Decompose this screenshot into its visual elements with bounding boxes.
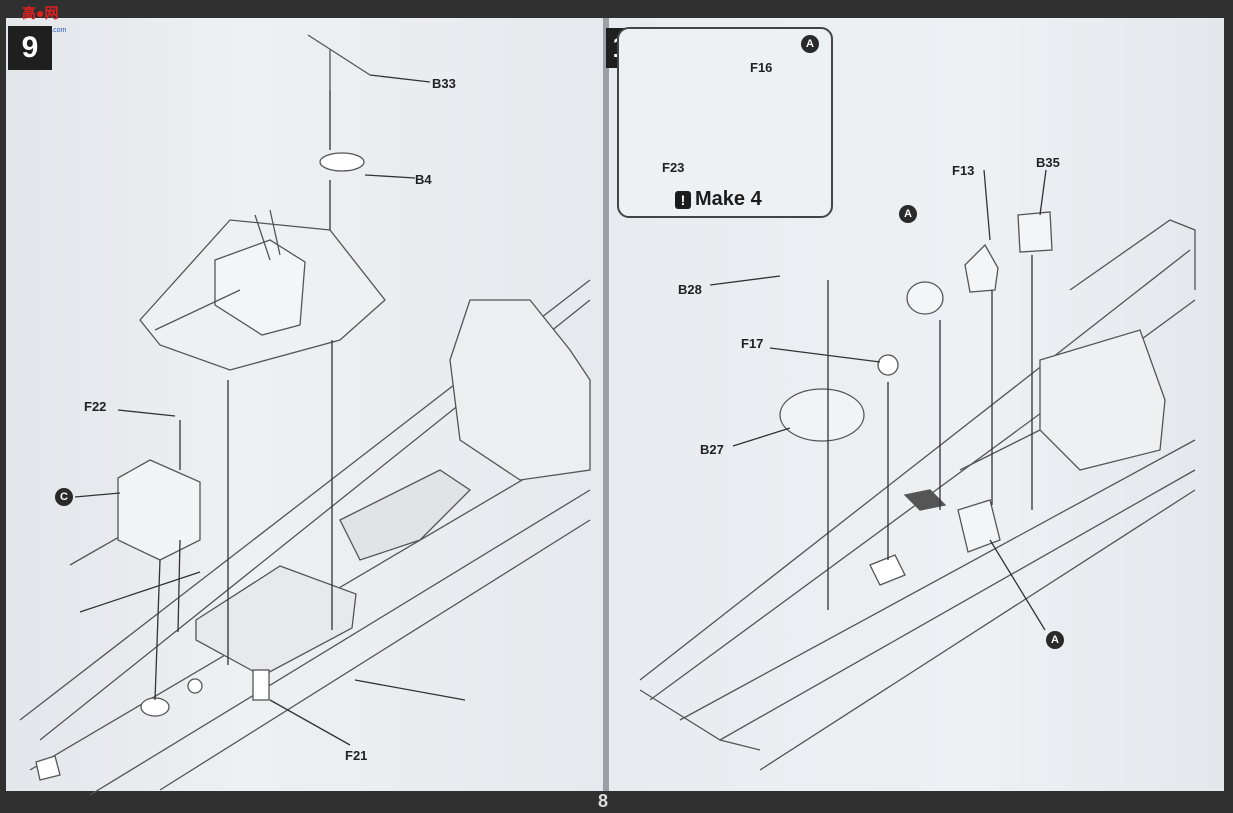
- make-quantity-text: Make 4: [695, 188, 762, 210]
- part-label-f17: F17: [741, 336, 764, 351]
- part-label-f16: F16: [750, 60, 773, 75]
- part-label-b35: B35: [1036, 155, 1060, 170]
- warning-icon: !: [675, 190, 691, 209]
- callout-c: C: [55, 488, 73, 506]
- make-quantity-note: ! Make 4: [675, 188, 762, 211]
- page-gutter: [603, 18, 609, 791]
- page-number: 8: [598, 791, 609, 811]
- part-label-f22: F22: [84, 399, 107, 414]
- step-9-badge: 9: [8, 26, 52, 70]
- part-label-b28: B28: [678, 282, 702, 297]
- part-label-b33: B33: [432, 76, 456, 91]
- sub-assembly-inset: [617, 27, 833, 218]
- callout-a-upper: A: [899, 205, 917, 223]
- inset-callout-a: A: [801, 35, 819, 53]
- watermark-logo: 高●网 gao-shou.com: [8, 2, 70, 34]
- callout-a-lower: A: [1046, 631, 1064, 649]
- part-label-f23: F23: [662, 160, 685, 175]
- part-label-b4: B4: [415, 172, 432, 187]
- part-label-f13: F13: [952, 163, 975, 178]
- watermark-text: 高●网: [22, 5, 59, 21]
- part-label-b27: B27: [700, 442, 724, 457]
- part-label-f21: F21: [345, 748, 368, 763]
